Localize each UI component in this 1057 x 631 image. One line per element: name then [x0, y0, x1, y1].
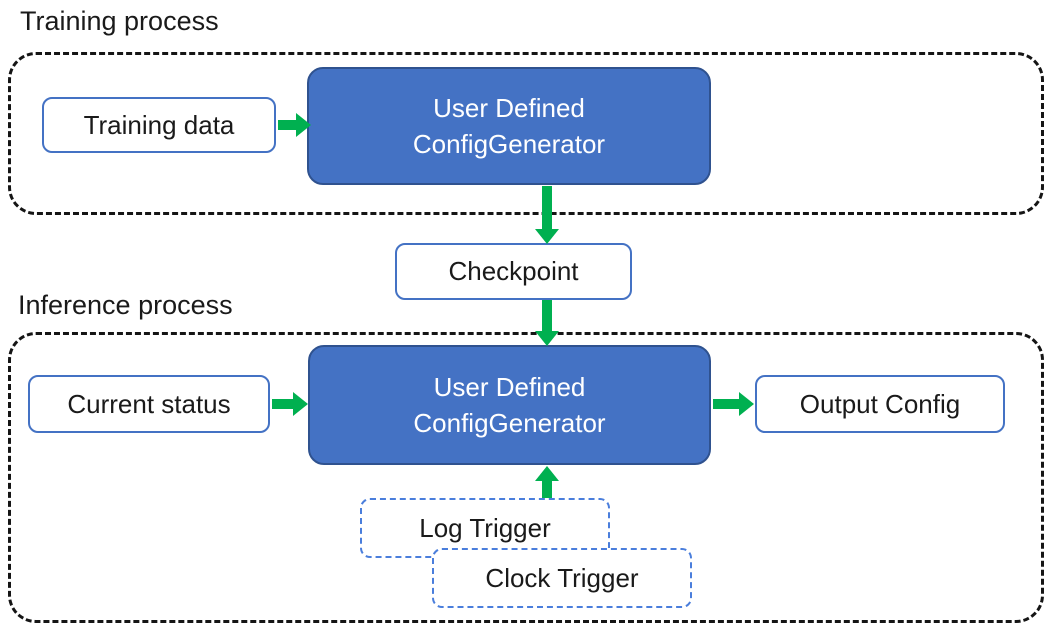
arrow-trigger-to-generator-head [535, 466, 559, 481]
arrow-training-data-to-generator-head [296, 113, 311, 137]
inference-generator-line2: ConfigGenerator [413, 408, 606, 438]
arrow-checkpoint-to-generator-head [535, 331, 559, 346]
arrow-training-data-to-generator [278, 120, 297, 130]
inference-generator-line1: User Defined [433, 372, 586, 402]
training-generator-line2: ConfigGenerator [412, 129, 606, 159]
training-process-label: Training process [20, 6, 219, 36]
training-data-box: Training data [42, 97, 276, 153]
inference-generator-box: User Defined ConfigGenerator [308, 345, 711, 465]
arrow-current-status-to-generator-head [293, 392, 308, 416]
arrow-checkpoint-to-generator [542, 300, 552, 331]
arrow-generator-to-output [713, 399, 740, 409]
arrow-trigger-to-generator [542, 480, 552, 498]
current-status-box: Current status [28, 375, 270, 433]
arrow-generator-to-checkpoint-head [535, 229, 559, 244]
inference-process-label: Inference process [18, 290, 233, 320]
arrow-current-status-to-generator [272, 399, 294, 409]
training-generator-box: User Defined ConfigGenerator [307, 67, 711, 185]
output-config-box: Output Config [755, 375, 1005, 433]
inference-process-container [8, 332, 1044, 623]
checkpoint-box: Checkpoint [395, 243, 632, 300]
training-process-container [8, 52, 1044, 215]
arrow-generator-to-output-head [739, 392, 754, 416]
arrow-generator-to-checkpoint [542, 186, 552, 229]
clock-trigger-box: Clock Trigger [432, 548, 692, 608]
training-generator-line1: User Defined [433, 93, 585, 123]
